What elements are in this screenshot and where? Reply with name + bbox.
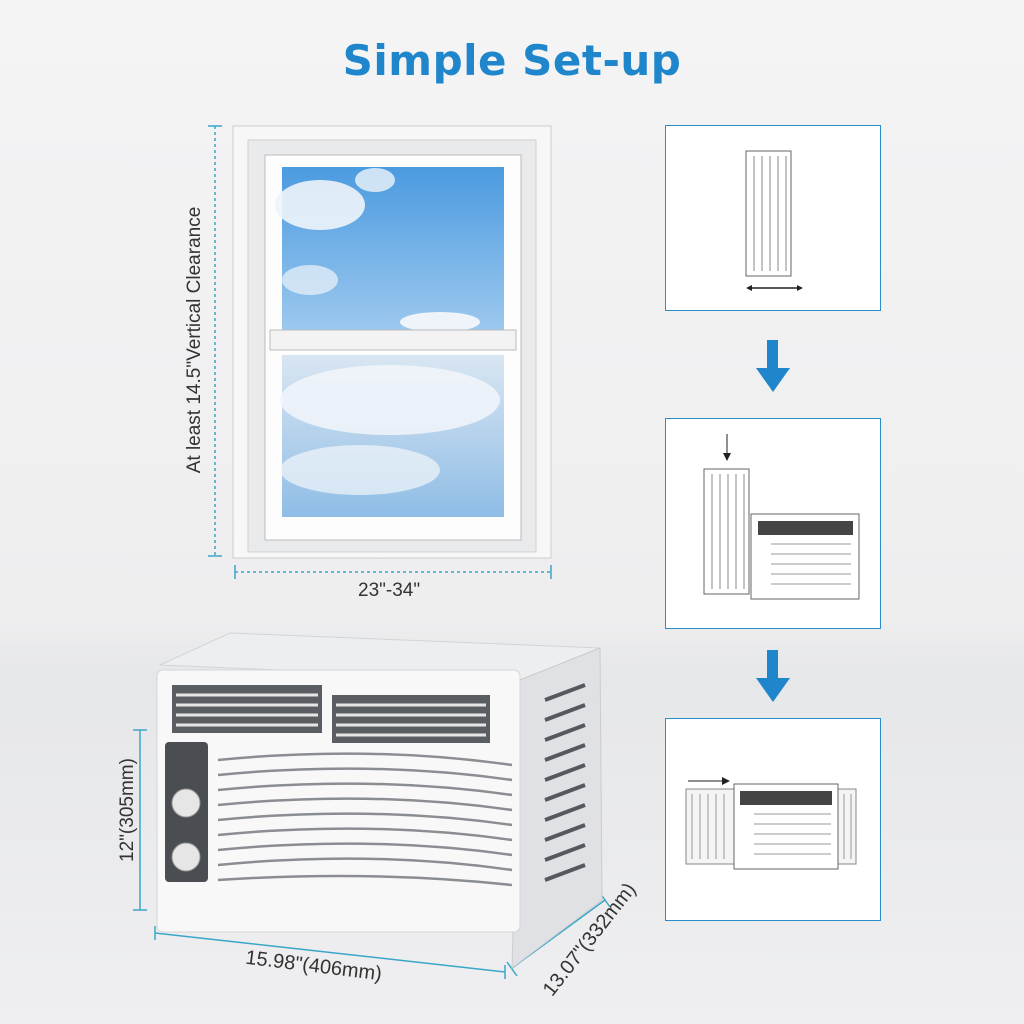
unit-height-label: 12"(305mm) (117, 758, 138, 862)
step-2-panel (665, 418, 881, 629)
step-3-panel (665, 718, 881, 921)
dimension-lines (133, 125, 611, 979)
page-title: Simple Set-up (342, 36, 682, 85)
step-arrows (756, 340, 790, 702)
attach-panel-to-unit-icon (703, 434, 860, 600)
air-conditioner-illustration (156, 632, 603, 970)
extend-side-panel-icon (745, 150, 803, 291)
window-height-label: At least 14.5"Vertical Clearance (184, 206, 205, 474)
slide-panel-into-unit-icon (685, 777, 857, 870)
window-width-label: 23"-34" (358, 580, 421, 601)
step-1-panel (665, 125, 881, 311)
